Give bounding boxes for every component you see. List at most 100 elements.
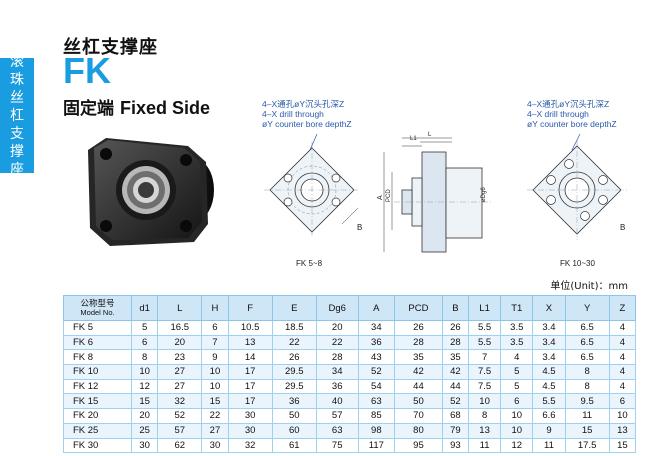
side-tab-char: 撑 xyxy=(10,143,24,160)
table-cell: 4 xyxy=(608,320,637,336)
table-cell: 68 xyxy=(441,408,470,424)
dim-label-A: A xyxy=(377,195,384,200)
model-cell: FK 5 xyxy=(63,320,132,336)
table-cell: 6 xyxy=(608,393,637,410)
table-cell: 6.5 xyxy=(564,349,610,366)
table-cell: 6 xyxy=(500,393,534,410)
table-cell: 32 xyxy=(157,393,203,410)
table-cell: 5 xyxy=(130,320,159,336)
table-cell: 63 xyxy=(357,393,396,410)
table-cell: 7.5 xyxy=(467,378,502,395)
table-cell: 3.4 xyxy=(532,349,566,366)
table-cell: 26 xyxy=(441,320,470,336)
dim-label-B-right: B xyxy=(620,223,625,232)
table-cell: 10.5 xyxy=(227,320,273,336)
dim-label-Dg6: øDg6 xyxy=(481,187,487,202)
table-cell: 3.4 xyxy=(532,320,566,336)
table-cell: 15 xyxy=(564,422,610,439)
front-view-left xyxy=(264,142,360,238)
side-tab-char: 座 xyxy=(10,161,24,178)
table-cell: 17 xyxy=(227,393,273,410)
dim-label-B: B xyxy=(357,223,362,232)
table-cell: 5 xyxy=(500,378,534,395)
table-cell: 5.5 xyxy=(532,393,566,410)
caption-left: FK 5~8 xyxy=(296,259,323,268)
table-cell: 6 xyxy=(130,334,159,351)
table-cell: 15 xyxy=(130,393,159,410)
table-cell: 8 xyxy=(564,378,610,395)
table-cell: 23 xyxy=(157,349,203,366)
table-cell: 4.5 xyxy=(532,364,566,380)
header-t1: T1 xyxy=(500,295,534,321)
hole-annotation-right: 4–X通孔øY沉头孔深Z 4–X drill through øY counte… xyxy=(527,99,617,129)
table-cell: 85 xyxy=(357,408,396,424)
model-cell: FK 15 xyxy=(63,393,132,410)
table-cell: 75 xyxy=(315,437,359,454)
table-cell: 20 xyxy=(130,408,159,424)
table-cell: 26 xyxy=(271,349,317,366)
annotation-line: 4–X通孔øY沉头孔深Z xyxy=(262,99,345,109)
table-cell: 95 xyxy=(394,437,443,454)
header-model-cn: 公称型号 xyxy=(80,298,115,308)
table-cell: 7 xyxy=(201,334,229,351)
table-cell: 36 xyxy=(357,334,396,351)
table-cell: 18.5 xyxy=(271,320,317,336)
annotation-line: 4–X drill through xyxy=(527,109,589,119)
side-tab-char: 支 xyxy=(10,125,24,142)
table-cell: 13 xyxy=(467,422,502,439)
model-cell: FK 12 xyxy=(63,378,132,395)
table-cell: 11 xyxy=(467,437,502,454)
table-cell: 93 xyxy=(441,437,470,454)
table-cell: 34 xyxy=(357,320,396,336)
table-cell: 117 xyxy=(357,437,396,454)
table-cell: 61 xyxy=(271,437,317,454)
model-cell: FK 10 xyxy=(63,364,132,380)
table-cell: 52 xyxy=(441,393,470,410)
header-dg6: Dg6 xyxy=(315,295,359,321)
table-cell: 9 xyxy=(201,349,229,366)
table-cell: 42 xyxy=(394,364,443,380)
table-cell: 35 xyxy=(394,349,443,366)
side-tab-char: 滚 xyxy=(10,53,24,70)
table-cell: 27 xyxy=(157,364,203,380)
dim-label-PCD: PCD xyxy=(386,189,392,202)
table-cell: 7.5 xyxy=(467,364,502,380)
annotation-line: 4–X drill through xyxy=(262,109,324,119)
side-category-tab: 滚珠丝杠支撑座 xyxy=(0,54,34,178)
table-cell: 4.5 xyxy=(532,378,566,395)
table-cell: 6.5 xyxy=(564,320,610,336)
table-cell: 57 xyxy=(315,408,359,424)
product-photo xyxy=(88,138,214,246)
table-cell: 80 xyxy=(394,422,443,439)
table-cell: 12 xyxy=(130,378,159,395)
table-cell: 6 xyxy=(201,320,229,336)
model-cell: FK 8 xyxy=(63,349,132,366)
annotation-line: 4–X通孔øY沉头孔深Z xyxy=(527,99,610,109)
table-cell: 4 xyxy=(608,334,637,351)
table-cell: 10 xyxy=(500,408,534,424)
model-cell: FK 30 xyxy=(63,437,132,454)
table-cell: 70 xyxy=(394,408,443,424)
table-cell: 7 xyxy=(467,349,502,366)
header-l: L xyxy=(157,295,203,321)
table-cell: 26 xyxy=(394,320,443,336)
table-cell: 3.5 xyxy=(500,320,534,336)
table-cell: 10 xyxy=(201,378,229,395)
table-cell: 5.5 xyxy=(467,334,502,351)
table-cell: 8 xyxy=(130,349,159,366)
table-cell: 34 xyxy=(315,364,359,380)
table-cell: 42 xyxy=(441,364,470,380)
table-cell: 10 xyxy=(467,393,502,410)
table-cell: 28 xyxy=(394,334,443,351)
caption-right: FK 10~30 xyxy=(560,259,595,268)
table-cell: 79 xyxy=(441,422,470,439)
table-cell: 3.4 xyxy=(532,334,566,351)
